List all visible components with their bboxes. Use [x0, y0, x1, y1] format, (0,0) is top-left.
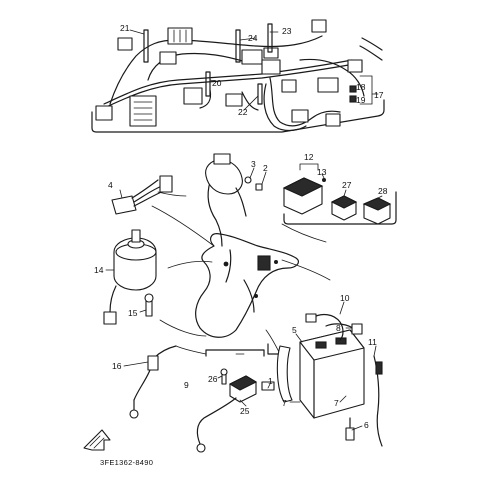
harness-panel-outline [91, 99, 385, 133]
battery-band [276, 345, 293, 403]
callout-20: 20 [212, 78, 222, 88]
callout-15: 15 [128, 308, 138, 318]
callout-24: 24 [248, 33, 258, 43]
leader-lines [105, 29, 383, 431]
callout-12: 12 [304, 152, 314, 162]
callout-17: 17 [374, 90, 384, 100]
callout-11: 11 [368, 337, 377, 347]
battery-group [267, 313, 383, 447]
callout-27: 27 [342, 180, 352, 190]
bolt-3 [255, 183, 263, 191]
connector-center-low [225, 93, 243, 107]
relay-panel-outline [283, 191, 397, 225]
connector-pair-a [241, 49, 263, 65]
callout-21: 21 [120, 23, 130, 33]
harness-main-trunk [103, 59, 353, 105]
relay-group [282, 177, 397, 225]
connector-center [183, 87, 203, 105]
cable-tie-23 [267, 23, 273, 53]
igniter-group [205, 153, 263, 217]
connector-lower-right-b [325, 113, 341, 127]
frame-outline [195, 233, 300, 338]
connector-left-mid [159, 51, 177, 65]
callout-22: 22 [238, 107, 248, 117]
cable-tie-22 [257, 83, 263, 105]
callout-1: 1 [268, 376, 273, 386]
callout-26: 26 [208, 374, 218, 384]
connector-mid-right [281, 79, 297, 93]
callout-14: 14 [94, 265, 104, 275]
callout-18: 18 [356, 82, 366, 92]
callout-13: 13 [317, 167, 327, 177]
sensor-lead-group [129, 345, 177, 419]
battery-lead-10 [311, 313, 344, 341]
callout-16: 16 [112, 361, 122, 371]
ignition-connector [103, 311, 117, 325]
switch-panel-outline [205, 349, 265, 357]
connector-pair-b [261, 59, 281, 75]
callout-4: 4 [108, 180, 113, 190]
cable-tie-20 [205, 71, 211, 97]
callout-25: 25 [240, 406, 250, 416]
connector-right-a [347, 59, 363, 73]
battery-panel-outline [267, 343, 281, 355]
callout-7-right: 7 [334, 398, 339, 408]
cable-tie-24 [235, 29, 241, 63]
frame-relay-block [257, 255, 271, 271]
sensor-16 [147, 355, 159, 371]
wire-harness-group [91, 19, 385, 133]
callout-28: 28 [378, 186, 388, 196]
neutral-switch-group [196, 349, 275, 453]
fuse-block [129, 95, 157, 127]
connector-pair-c [263, 47, 279, 59]
connector-right-b [317, 77, 339, 93]
callout-2: 2 [263, 163, 268, 173]
connector-small-top-left [117, 37, 133, 51]
cable-tie-21 [143, 29, 149, 63]
connector-top-right [311, 19, 327, 33]
terminal-18 [349, 85, 357, 93]
front-arrow-icon [83, 429, 111, 451]
connector-lower-right [291, 109, 309, 123]
callout-5: 5 [292, 325, 297, 335]
connector-4 [111, 195, 137, 215]
igniter-unit [205, 159, 243, 195]
callout-7-left: 7 [282, 398, 287, 408]
callout-19: 19 [356, 95, 366, 105]
connector-bottom-left [95, 105, 113, 121]
ignition-switch-group [103, 229, 157, 325]
diagram-code: 3FE1362-8490 [100, 458, 153, 467]
callout-labels: 21 24 23 20 22 18 19 17 3 2 12 13 27 28 … [94, 23, 388, 467]
callout-23: 23 [282, 26, 292, 36]
callout-3: 3 [251, 159, 256, 169]
pigtail-connector-group [111, 175, 173, 215]
callout-9: 9 [184, 380, 189, 390]
frame-sketch-group [151, 181, 331, 355]
callout-8: 8 [336, 323, 341, 333]
terminal-19 [349, 95, 357, 103]
callout-6: 6 [364, 420, 369, 430]
callout-10: 10 [340, 293, 350, 303]
